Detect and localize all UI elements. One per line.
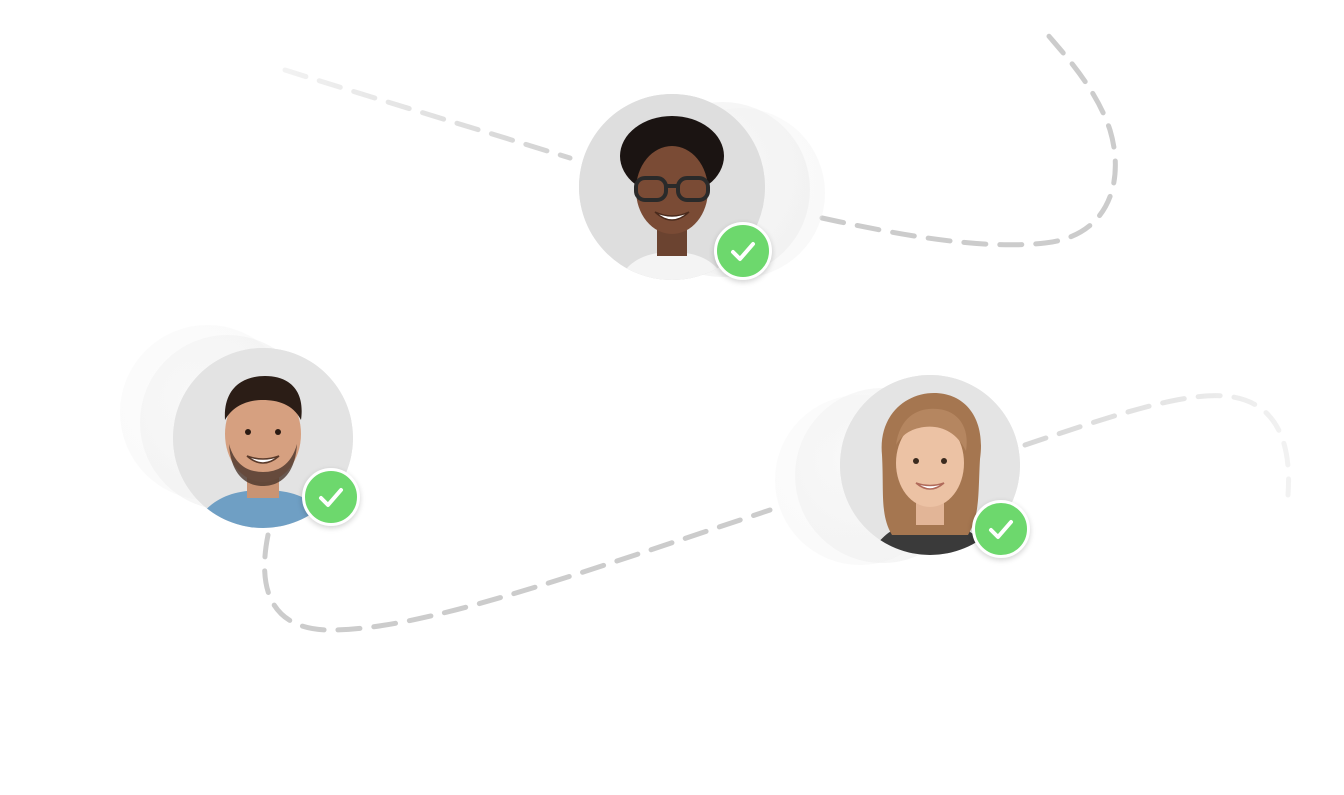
path-top-left [282, 67, 573, 161]
path-top-right [819, 25, 1118, 248]
check-icon [319, 488, 343, 507]
verified-badge [972, 500, 1030, 558]
check-icon [989, 520, 1013, 539]
verified-badge [302, 468, 360, 526]
check-icon [731, 242, 755, 261]
path-bottom [262, 507, 773, 633]
path-right-tail [1022, 393, 1292, 498]
person-card-right [770, 370, 1050, 570]
verified-badge [714, 222, 772, 280]
person-card-top [560, 80, 840, 300]
person-card-left [115, 320, 375, 540]
avatar-man-beard [173, 348, 353, 528]
